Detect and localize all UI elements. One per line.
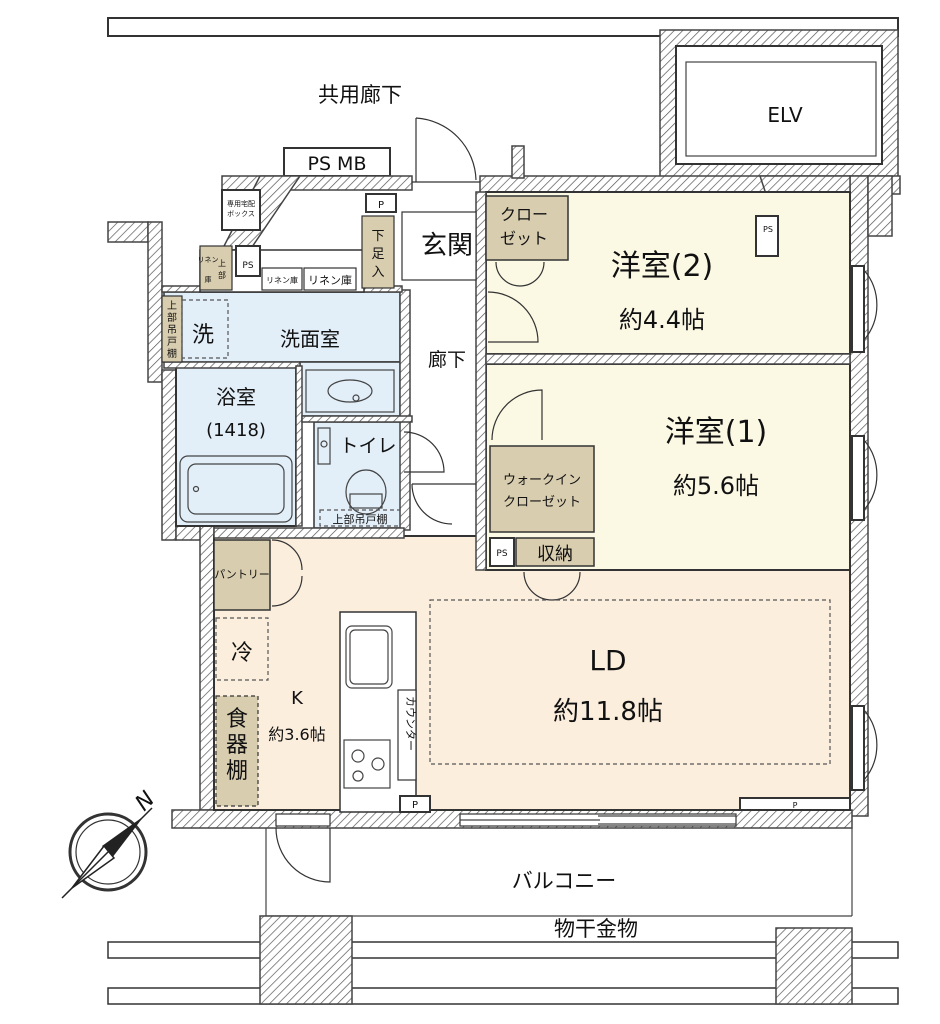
- fridge-label: 冷: [231, 641, 253, 666]
- shoe-line3: 入: [371, 265, 384, 280]
- shoe-line2: 足: [371, 247, 384, 262]
- upper-cabinet-5: 棚: [167, 347, 177, 360]
- bathtub-icon: [179, 455, 293, 523]
- balcony-door[interactable]: [275, 827, 331, 883]
- wash-label: 洗: [192, 323, 214, 348]
- dish-line2: 器: [226, 733, 248, 758]
- compass-icon: N: [61, 787, 160, 899]
- elv-label: ELV: [767, 103, 803, 127]
- kitchen-label: K: [291, 688, 304, 709]
- ps-mb-box: PS MB: [283, 147, 391, 177]
- entrance-door[interactable]: [412, 117, 480, 183]
- upper-cabinet-3: 吊: [167, 324, 177, 336]
- kitchen-size-label: 約3.6帖: [268, 725, 325, 744]
- toilet-door[interactable]: [403, 431, 445, 473]
- closet-room2: クロー ゼット: [485, 195, 569, 261]
- entrance-label: 玄関: [421, 231, 473, 261]
- washbasin-area: [299, 361, 401, 417]
- elevator-shaft: ELV: [659, 29, 899, 181]
- hallway-label: 廊下: [428, 349, 466, 371]
- sliding-windows: [459, 813, 737, 827]
- upper-cabinet-4: 戸: [167, 336, 177, 348]
- closet-door-1[interactable]: [495, 261, 545, 287]
- dish-line3: 棚: [226, 759, 248, 784]
- entrance-area: [401, 211, 477, 281]
- balcony: [107, 828, 899, 1005]
- ps-right-label: PS: [763, 225, 773, 234]
- counter-label: カウンター: [404, 696, 417, 751]
- upper-cabinet: 上 部 吊 戸 棚 洗: [161, 295, 229, 363]
- linen-cupboards: リネン 庫 上 部 PS リネン庫 リネン庫: [198, 245, 357, 291]
- room1-door[interactable]: [491, 389, 543, 441]
- ld-label: LD: [589, 644, 626, 677]
- right-windows: [851, 265, 878, 791]
- balcony-door-frame: [275, 813, 331, 827]
- toilet-shelf-label: 上部吊戸棚: [333, 512, 388, 526]
- toilet-label: トイレ: [339, 435, 396, 457]
- upper-cabinet-1: 上: [167, 300, 177, 312]
- pantry-label: パントリー: [214, 568, 270, 581]
- upper-line1: 上: [218, 259, 226, 268]
- storage-box: PS 収納: [489, 537, 595, 567]
- balcony-label: バルコニー: [512, 869, 617, 893]
- delivery-box: 専用宅配 ボックス: [221, 189, 261, 231]
- pantry-door[interactable]: [271, 539, 303, 607]
- drying-label: 物干金物: [554, 917, 638, 941]
- washbasin-icon: [305, 369, 395, 413]
- ps-left-label: PS: [242, 261, 253, 271]
- toilet-icon: [317, 427, 401, 527]
- dish-shelf: 食 器 棚: [215, 695, 259, 807]
- p-kitchen-label: P: [412, 800, 418, 811]
- room1-size: 約5.6帖: [673, 472, 759, 500]
- p-right-label: P: [793, 801, 798, 810]
- room2-size: 約4.4帖: [619, 306, 705, 334]
- walkin-closet: ウォークイン クローゼット: [489, 445, 595, 533]
- bathroom: [175, 365, 297, 527]
- ps2-label: PS: [496, 549, 507, 559]
- washroom-label: 洗面室: [280, 327, 340, 351]
- delivery-box-line1: 専用宅配: [227, 199, 255, 208]
- ps-mb-label: PS MB: [308, 153, 367, 175]
- p-small-label: P: [378, 200, 384, 211]
- fridge-space: 冷: [215, 617, 269, 681]
- ld-dashed-area: [429, 599, 831, 765]
- linen-upper-line1: リネン: [198, 256, 219, 264]
- bath-size-label: (1418): [206, 420, 266, 441]
- kitchen-counter: カウンター P: [339, 611, 431, 813]
- closet-line2: ゼット: [500, 229, 548, 248]
- compass-n-label: N: [131, 787, 160, 816]
- upper-line2: 部: [218, 270, 226, 280]
- linen-upper-line2: 庫: [205, 275, 212, 284]
- ldk-room: [213, 535, 851, 811]
- room2-door[interactable]: [487, 291, 539, 343]
- walkin-line2: クローゼット: [503, 495, 581, 510]
- delivery-box-line2: ボックス: [227, 210, 255, 218]
- storage-label: 収納: [537, 544, 573, 565]
- walkin-line1: ウォークイン: [503, 473, 581, 488]
- room2-name: 洋室(2): [611, 249, 714, 284]
- linen2-label: リネン庫: [308, 273, 352, 287]
- closet-line1: クロー: [500, 205, 548, 224]
- bath-label: 浴室: [216, 385, 256, 409]
- ldk-door[interactable]: [411, 483, 453, 525]
- room1-name: 洋室(1): [665, 415, 768, 450]
- upper-cabinet-2: 部: [167, 311, 177, 324]
- p-right-box: [739, 797, 851, 811]
- ld-size-label: 約11.8帖: [553, 697, 663, 727]
- common-corridor-label: 共用廊下: [318, 83, 402, 107]
- shoe-cupboard: 下 足 入 P: [361, 193, 397, 289]
- ps-right-box: [755, 215, 779, 257]
- shoe-line1: 下: [371, 229, 384, 244]
- linen1-label: リネン庫: [266, 275, 298, 285]
- dish-line1: 食: [226, 707, 248, 732]
- ps-column: [511, 145, 525, 179]
- pantry: パントリー: [213, 539, 271, 611]
